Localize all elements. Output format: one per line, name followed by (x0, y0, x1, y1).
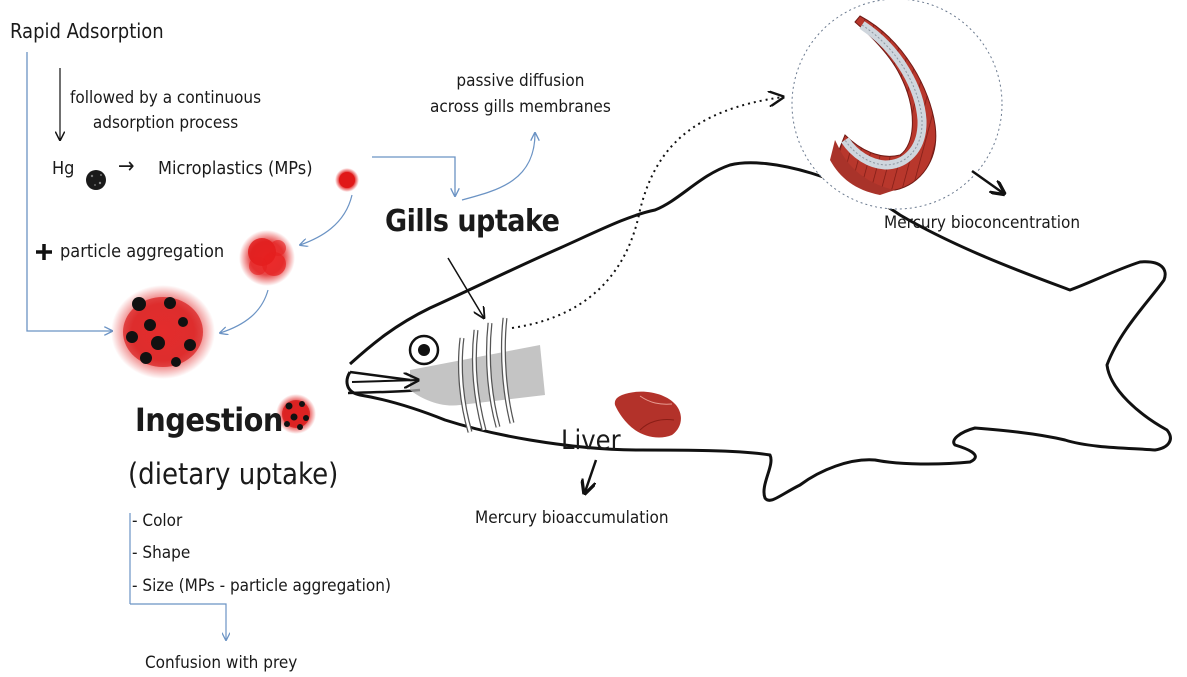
passive-line2: across gills membranes (430, 94, 611, 120)
gill-zoom-circle (792, 0, 1002, 209)
microplastic-particle-icon (335, 168, 359, 192)
plus-icon (36, 244, 52, 260)
particle-aggregation-cloud (239, 230, 295, 286)
aggregation-to-aggregate-arrow (220, 290, 268, 333)
passive-diffusion-arrow (462, 133, 535, 200)
bioconcentration-arrow (972, 171, 1003, 193)
mps-to-gills-arrow (372, 157, 455, 196)
microplastics-label: Microplastics (MPs) (158, 160, 313, 178)
fish-eye (410, 336, 438, 364)
factor-shape-text: Shape (142, 543, 190, 563)
mercury-bioconcentration-label: Mercury bioconcentration (884, 215, 1080, 232)
factor-shape: - Shape (132, 545, 190, 562)
continuous-line2: adsorption process (70, 111, 261, 136)
liver-label: Liver (561, 427, 621, 454)
mp-to-aggregation-arrow (300, 195, 352, 245)
hg-label: Hg (52, 160, 74, 178)
confusion-with-prey-label: Confusion with prey (145, 655, 297, 672)
factor-size-text: Size (MPs - particle aggregation) (142, 576, 391, 596)
particle-aggregation-label: particle aggregation (60, 243, 224, 261)
bioaccumulation-arrow (585, 460, 596, 492)
ingestion-label: Ingestion (135, 404, 283, 436)
hg-to-mps-arrow: → (118, 156, 135, 178)
dietary-uptake-label: (dietary uptake) (128, 460, 338, 489)
factor-size: - Size (MPs - particle aggregation) (132, 578, 391, 595)
hg-particle-icon (85, 169, 107, 191)
factor-color-text: Color (142, 511, 182, 531)
mp-hg-aggregate (111, 285, 215, 379)
continuous-adsorption-label: followed by a continuous adsorption proc… (70, 86, 261, 136)
factor-color: - Color (132, 513, 182, 530)
rapid-adsorption-label: Rapid Adsorption (10, 21, 164, 41)
passive-line1: passive diffusion (430, 68, 611, 94)
passive-diffusion-label: passive diffusion across gills membranes (430, 68, 611, 120)
gills-uptake-label: Gills uptake (385, 207, 559, 237)
continuous-line1: followed by a continuous (70, 86, 261, 111)
mercury-bioaccumulation-label: Mercury bioaccumulation (475, 510, 669, 527)
